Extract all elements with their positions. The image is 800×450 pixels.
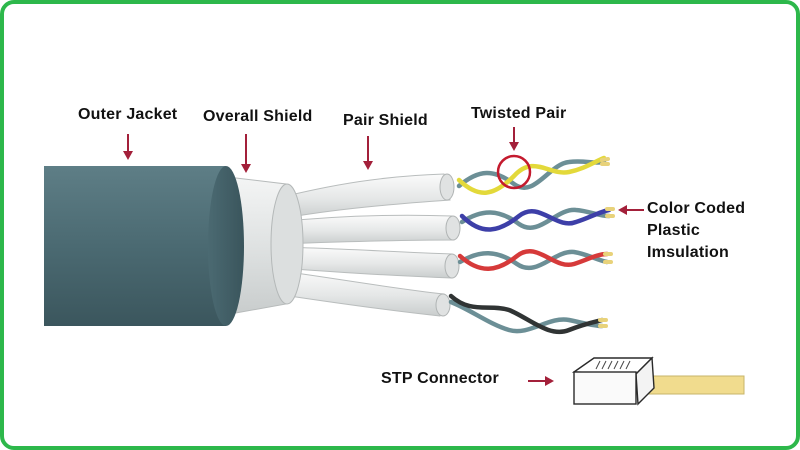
wire-tips (598, 157, 615, 328)
highlight-circle-icon (496, 154, 532, 190)
color-coded-arrow-icon (618, 205, 644, 215)
pair-shield-arrow-icon (363, 136, 373, 170)
label-outer-jacket: Outer Jacket (78, 106, 178, 123)
twisted-pair-arrow-icon (509, 127, 519, 151)
label-stp-connector: STP Connector (381, 370, 499, 387)
overall-shield-arrow-icon (241, 134, 251, 173)
label-color-coded-insulation: Color Coded Plastic Imsulation (647, 198, 777, 264)
stp-connector-illustration (571, 356, 745, 406)
pointer-arrows (123, 127, 644, 386)
label-twisted-pair: Twisted Pair (471, 105, 567, 122)
stp-connector-arrow-icon (528, 376, 554, 386)
label-overall-shield: Overall Shield (203, 108, 313, 125)
cable-illustration (44, 127, 745, 406)
pair-shield-tubes (273, 173, 461, 317)
label-pair-shield: Pair Shield (343, 112, 428, 129)
label-color-coded-line2: Plastic (647, 222, 700, 239)
label-color-coded-line3: Imsulation (647, 244, 730, 261)
outer-jacket-arrow-icon (123, 134, 133, 160)
label-color-coded-line1: Color Coded (647, 200, 746, 217)
outer-jacket (44, 166, 244, 326)
twisted-pairs (448, 155, 612, 334)
